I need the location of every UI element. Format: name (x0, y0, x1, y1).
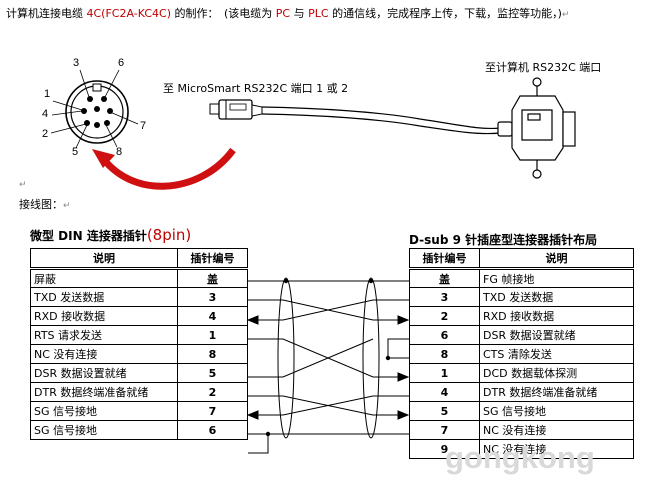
pin-description: DTR 数据终端准备就绪 (479, 382, 634, 402)
intro-text-3: 与 (290, 7, 309, 20)
pin-number: 2 (409, 306, 480, 326)
header-desc: 说明 (30, 248, 178, 270)
din-pin-label: 8 (116, 146, 123, 158)
pin-number: 1 (409, 363, 480, 383)
header-pin: 插针编号 (177, 248, 248, 270)
pin-number: 5 (409, 401, 480, 421)
din-pin-label: 7 (140, 120, 147, 132)
pin-description: NC 没有连接 (30, 344, 178, 364)
wiring-label: 接线图： (19, 198, 63, 211)
intro-plc: PLC (308, 7, 329, 20)
dsub-connector-icon (497, 77, 576, 179)
pin-description: RXD 接收数据 (30, 306, 178, 326)
left-title-pin-count: (8pin) (146, 226, 192, 244)
mini-din-plug-icon (209, 99, 263, 120)
pin-number: 5 (177, 363, 248, 383)
pin-description: SG 信号接地 (30, 420, 178, 440)
pin-description: DSR 数据设置就绪 (30, 363, 178, 383)
pin-number: 盖 (177, 268, 248, 288)
pin-number: 6 (177, 420, 248, 440)
pin-description: DTR 数据终端准备就绪 (30, 382, 178, 402)
pin-number: 3 (177, 287, 248, 307)
pin-description: RTS 请求发送 (30, 325, 178, 345)
intro-text-2: 的制作： (该电缆为 (171, 7, 276, 20)
pin-description: FG 帧接地 (479, 268, 634, 288)
pin-description: NC 没有连接 (479, 439, 634, 459)
pin-description: DSR 数据设置就绪 (479, 325, 634, 345)
pin-description: SG 信号接地 (479, 401, 634, 421)
intro-return-mark: ↵ (561, 10, 570, 20)
wiring-heading: 接线图：↵ (19, 196, 71, 212)
table-header-row: 插针编号 说明 (409, 248, 634, 270)
pin-number: 盖 (409, 268, 480, 288)
watermark: gongkong (445, 440, 595, 475)
din-pin-label: 6 (118, 57, 125, 69)
wiring-lines (248, 277, 409, 454)
right-table-title: D-sub 9 针插座型连接器插针布局 (409, 233, 598, 247)
pin-number: 3 (409, 287, 480, 307)
pin-description: CTS 清除发送 (479, 344, 634, 364)
pin-number: 8 (177, 344, 248, 364)
pin-number: 6 (409, 325, 480, 345)
pin-number: 4 (409, 382, 480, 402)
pin-description: DCD 数据载体探测 (479, 363, 634, 383)
label-plc-port: 至 MicroSmart RS232C 端口 1 或 2 (163, 82, 349, 95)
din-pin-label: 1 (44, 88, 51, 100)
din-pin-label: 2 (42, 128, 49, 140)
intro-pc: PC (275, 7, 291, 20)
pin-description: TXD 发送数据 (30, 287, 178, 307)
pin-number: 8 (409, 344, 480, 364)
pin-description: 屏蔽 (30, 268, 178, 288)
pin-number: 7 (409, 420, 480, 440)
din-pin-label: 4 (42, 108, 49, 120)
pin-number: 1 (177, 325, 248, 345)
label-pc-port: 至计算机 RS232C 端口 (485, 61, 602, 74)
table-row: 屏蔽盖 (30, 268, 248, 288)
intro-line: 计算机连接电缆 4C(FC2A-KC4C) 的制作： (该电缆为 PC 与 PL… (6, 5, 569, 21)
pin-number: 4 (177, 306, 248, 326)
wiring-return-mark: ↵ (63, 201, 71, 211)
intro-text-4: 的通信线，完成程序上传，下载，监控等功能，) (328, 7, 562, 20)
left-title-text: 微型 DIN 连接器插针 (30, 229, 147, 243)
din-pin-label: 5 (72, 146, 79, 158)
pin-number: 2 (177, 382, 248, 402)
table-header-row: 说明 插针编号 (30, 248, 248, 270)
intro-text-1: 计算机连接电缆 (6, 7, 87, 20)
rotation-arrow-icon (92, 147, 236, 190)
din-connector-icon (50, 69, 139, 149)
pin-description: TXD 发送数据 (479, 287, 634, 307)
header-desc: 说明 (479, 248, 634, 270)
pin-number: 7 (177, 401, 248, 421)
left-table-title: 微型 DIN 连接器插针(8pin) (30, 225, 191, 244)
pin-description: SG 信号接地 (30, 401, 178, 421)
header-pin: 插针编号 (409, 248, 480, 270)
pin-description: NC 没有连接 (479, 420, 634, 440)
pin-description: RXD 接收数据 (479, 306, 634, 326)
din-pin-label: 3 (73, 57, 80, 69)
cable-line (261, 106, 501, 135)
cable-model: 4C(FC2A-KC4C) (86, 7, 172, 20)
paragraph-mark: ↵ (19, 180, 27, 190)
